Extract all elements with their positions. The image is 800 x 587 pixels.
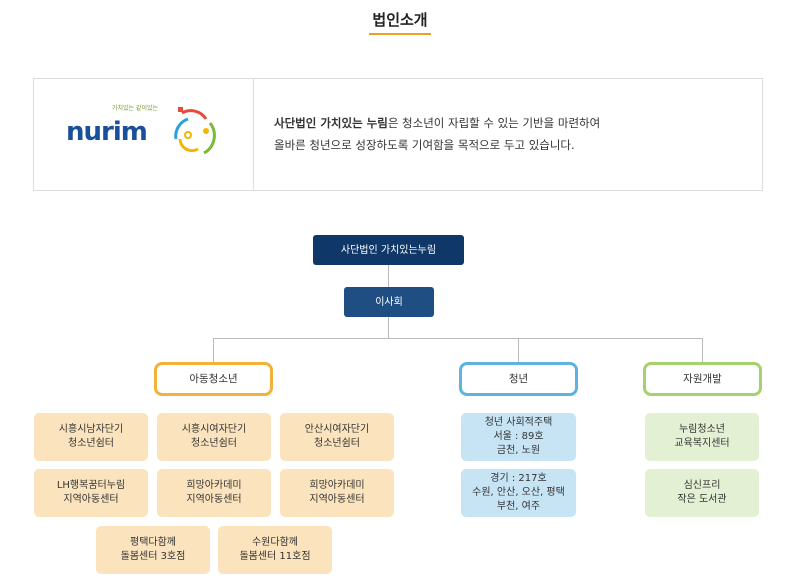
title-underline <box>369 33 431 35</box>
category-youth: 청년 <box>459 362 578 396</box>
connector <box>702 338 703 362</box>
connector <box>518 338 519 362</box>
connector <box>388 265 389 287</box>
category-resource: 자원개발 <box>643 362 762 396</box>
logo-word: nurim <box>66 117 148 147</box>
logo-swirl-icon <box>174 107 216 155</box>
connector <box>213 338 703 339</box>
intro-divider <box>253 79 254 190</box>
org-board: 이사회 <box>344 287 434 317</box>
logo-tagline: 가치있는 같이있는 <box>112 105 159 112</box>
nurim-logo: 가치있는 같이있는 nurim <box>64 105 224 165</box>
intro-box: 가치있는 같이있는 nurim 사단법인 가치있는 누림은 청소년이 자립할 수… <box>33 78 763 191</box>
connector <box>388 317 389 338</box>
org-root: 사단법인 가치있는누림 <box>313 235 464 265</box>
page-title: 법인소개 <box>372 11 428 29</box>
intro-description: 사단법인 가치있는 누림은 청소년이 자립할 수 있는 기반을 마련하여 올바른… <box>274 116 601 152</box>
connector <box>213 338 214 362</box>
category-youth-child: 아동청소년 <box>154 362 273 396</box>
